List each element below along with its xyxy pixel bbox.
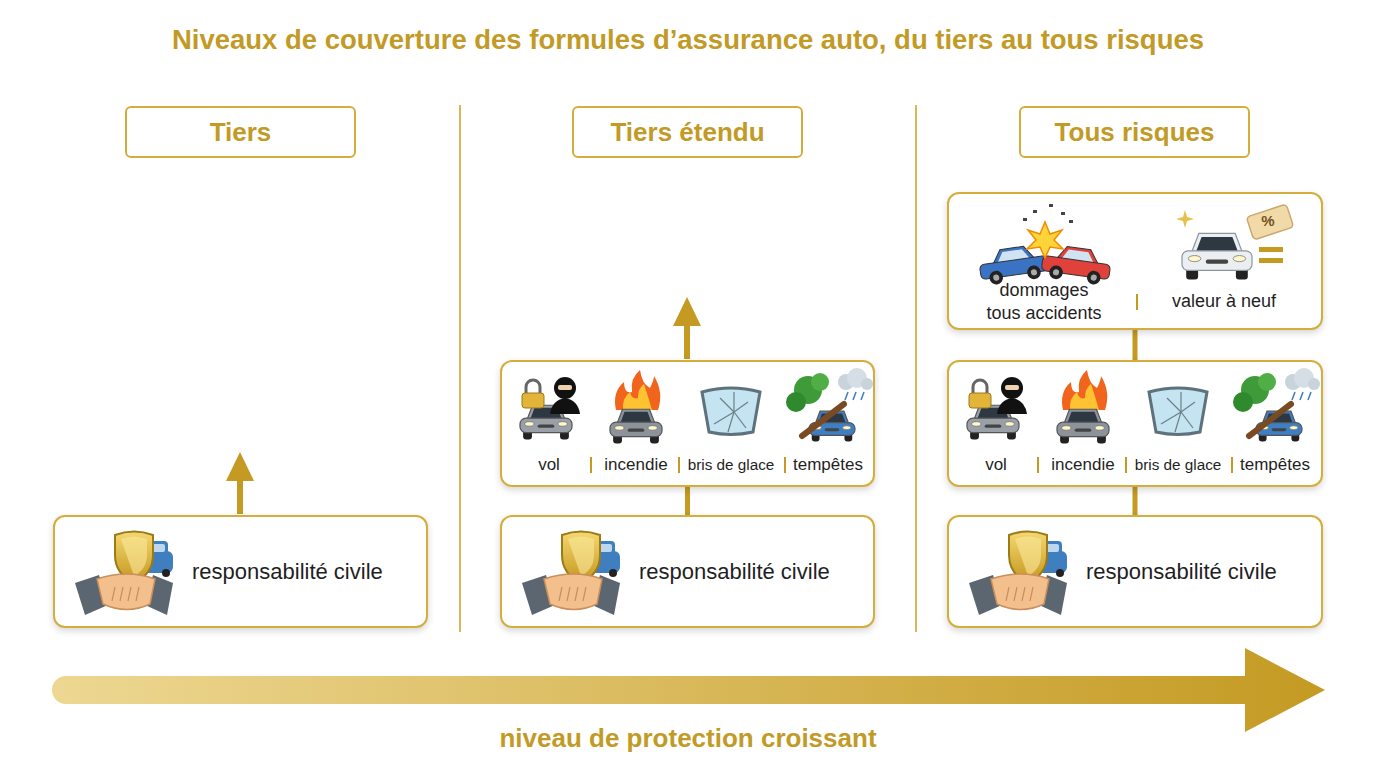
guarantee-label: vol bbox=[538, 455, 560, 475]
upgrade-arrow-head bbox=[226, 452, 254, 481]
liability-icon bbox=[969, 532, 1067, 616]
rc-box: responsabilité civile bbox=[947, 515, 1323, 628]
guarantee-label: incendie bbox=[1051, 455, 1114, 475]
separator-bar bbox=[1037, 457, 1039, 473]
broken-glass-icon bbox=[1149, 388, 1207, 435]
storm-icon bbox=[786, 368, 873, 441]
perils-box: vol incendie bris de glace tempêtes bbox=[500, 360, 875, 487]
guarantee-label: incendie bbox=[604, 455, 667, 475]
perils-box: vol incendie bris de glace tempêtes bbox=[947, 360, 1323, 487]
guarantee-label: bris de glace bbox=[1135, 456, 1222, 474]
formula-heading: Tiers étendu bbox=[610, 117, 764, 148]
coverage-label: responsabilité civile bbox=[192, 559, 383, 585]
formula-heading: Tiers bbox=[210, 117, 272, 148]
head-box: Tous risques bbox=[1019, 106, 1250, 158]
guarantee-label: valeur à neuf bbox=[1172, 290, 1276, 313]
formula-heading: Tous risques bbox=[1055, 117, 1215, 148]
separator-bar bbox=[1125, 457, 1127, 473]
separator-bar bbox=[1231, 457, 1233, 473]
rc-box: responsabilité civile bbox=[53, 515, 428, 628]
collision-icon bbox=[978, 204, 1113, 286]
axis-label: niveau de protection croissant bbox=[499, 723, 876, 754]
protection-scale-arrow bbox=[52, 648, 1325, 732]
link-line bbox=[685, 487, 690, 515]
liability-icon bbox=[522, 532, 620, 616]
theft-icon bbox=[520, 377, 580, 439]
separator-bar bbox=[590, 457, 592, 473]
broken-glass-icon bbox=[702, 388, 760, 435]
separator-bar bbox=[1136, 294, 1138, 310]
guarantee-label: tempêtes bbox=[1240, 455, 1310, 475]
fire-icon bbox=[610, 370, 662, 443]
link-line bbox=[1133, 330, 1138, 360]
guarantee-label: tempêtes bbox=[793, 455, 863, 475]
upgrade-arrow-head bbox=[673, 297, 701, 326]
fire-icon bbox=[1057, 370, 1109, 443]
rc-box: responsabilité civile bbox=[500, 515, 875, 628]
upgrade-arrow-shaft bbox=[684, 323, 690, 359]
link-line bbox=[1133, 487, 1138, 515]
separator-bar bbox=[784, 457, 786, 473]
head-box: Tiers étendu bbox=[572, 106, 803, 158]
guarantee-label: bris de glace bbox=[688, 456, 775, 474]
guarantee-label: dommages tous accidents bbox=[984, 279, 1104, 326]
diagram-title: Niveaux de couverture des formules d’ass… bbox=[0, 24, 1376, 56]
new-value-icon bbox=[1176, 204, 1294, 279]
separator-bar bbox=[678, 457, 680, 473]
column-divider bbox=[459, 105, 461, 632]
guarantee-label: vol bbox=[985, 455, 1007, 475]
upgrade-arrow-shaft bbox=[237, 478, 243, 514]
storm-icon bbox=[1233, 368, 1320, 441]
price-tag-symbol: % bbox=[1261, 212, 1274, 229]
coverage-label: responsabilité civile bbox=[639, 559, 830, 585]
coverage-label: responsabilité civile bbox=[1086, 559, 1277, 585]
head-box: Tiers bbox=[125, 106, 356, 158]
theft-icon bbox=[967, 377, 1027, 439]
liability-icon bbox=[75, 532, 173, 616]
column-divider bbox=[915, 105, 917, 632]
